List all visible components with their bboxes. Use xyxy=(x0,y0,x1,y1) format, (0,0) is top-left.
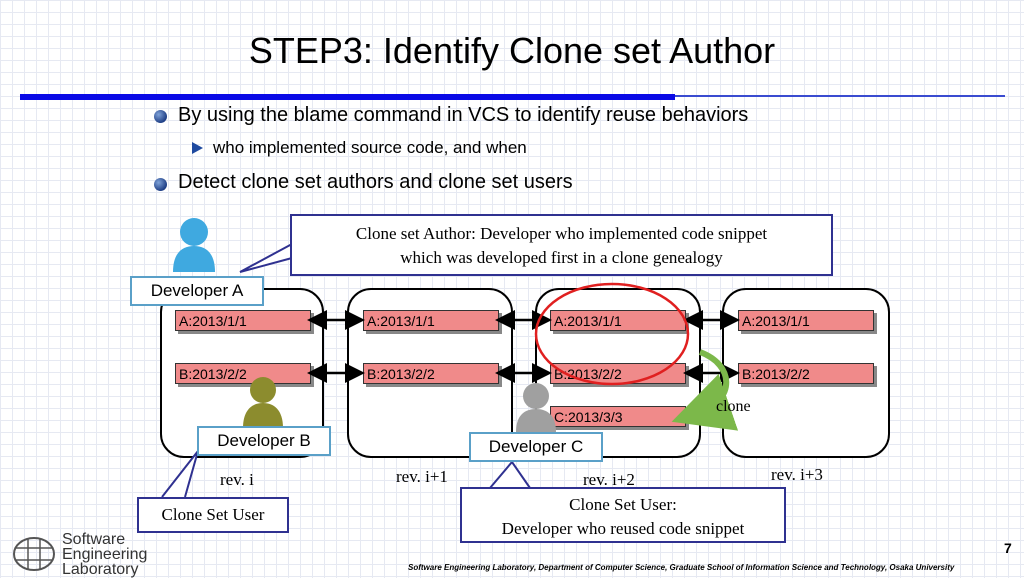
developer-b-label: Developer B xyxy=(197,426,331,456)
page-number: 7 xyxy=(1004,540,1012,556)
user-b-callout: Clone Set User xyxy=(137,497,289,533)
highlight-circle xyxy=(534,282,690,386)
revision-label: rev. i+3 xyxy=(771,465,823,484)
author-callout-line2: which was developed first in a clone gen… xyxy=(400,248,723,267)
developer-a-person-icon xyxy=(173,218,215,272)
blame-entry: A:2013/1/1 xyxy=(363,310,499,331)
blame-entry: B:2013/2/2 xyxy=(175,363,311,384)
page-title: STEP3: Identify Clone set Author xyxy=(248,30,776,71)
logo-line1: Software xyxy=(62,531,126,548)
developer-a-label: Developer A xyxy=(130,276,264,306)
developer-c-person-icon xyxy=(516,383,556,432)
blame-entry: B:2013/2/2 xyxy=(738,363,874,384)
blame-entry: A:2013/1/1 xyxy=(550,310,686,331)
developer-c-label: Developer C xyxy=(469,432,603,462)
bullet-2: Detect clone set authors and clone set u… xyxy=(178,171,573,193)
sel-logo-icon xyxy=(13,537,55,571)
bullet-1: By using the blame command in VCS to ide… xyxy=(178,104,749,126)
author-callout-pointer xyxy=(239,243,293,273)
clone-label: clone xyxy=(716,398,751,415)
title-rule-thin xyxy=(675,95,1005,97)
footer-text: Software Engineering Laboratory, Departm… xyxy=(408,563,955,572)
user-c-callout-line2: Developer who reused code snippet xyxy=(501,519,745,538)
blame-entry: C:2013/3/3 xyxy=(550,406,686,427)
blame-entry: B:2013/2/2 xyxy=(363,363,499,384)
bullet-1-sub: who implemented source code, and when xyxy=(213,138,527,157)
user-c-callout-pointer xyxy=(489,460,531,489)
bullet-dot-icon xyxy=(154,178,167,191)
user-c-callout: Clone Set User: Developer who reused cod… xyxy=(460,487,786,543)
logo-text: Software Engineering Laboratory xyxy=(62,531,148,578)
developer-b-person-icon xyxy=(243,377,283,428)
user-b-callout-pointer xyxy=(161,450,199,498)
clone-arrow-icon xyxy=(671,349,739,431)
author-callout-line1: Clone set Author: Developer who implemen… xyxy=(355,224,768,243)
blame-entry: A:2013/1/1 xyxy=(738,310,874,331)
logo-line2: Engineering xyxy=(62,546,148,563)
revision-label: rev. i xyxy=(220,470,254,489)
revision-label: rev. i+2 xyxy=(583,470,635,489)
bullet-dot-icon xyxy=(154,110,167,123)
sub-bullet-triangle-icon xyxy=(192,142,203,154)
revision-label: rev. i+1 xyxy=(396,467,448,486)
logo-line3: Laboratory xyxy=(62,561,139,578)
revision-link-arrows xyxy=(307,310,740,383)
user-c-callout-line1: Clone Set User: xyxy=(569,495,677,514)
author-callout: Clone set Author: Developer who implemen… xyxy=(290,214,833,276)
title-rule xyxy=(20,94,675,100)
